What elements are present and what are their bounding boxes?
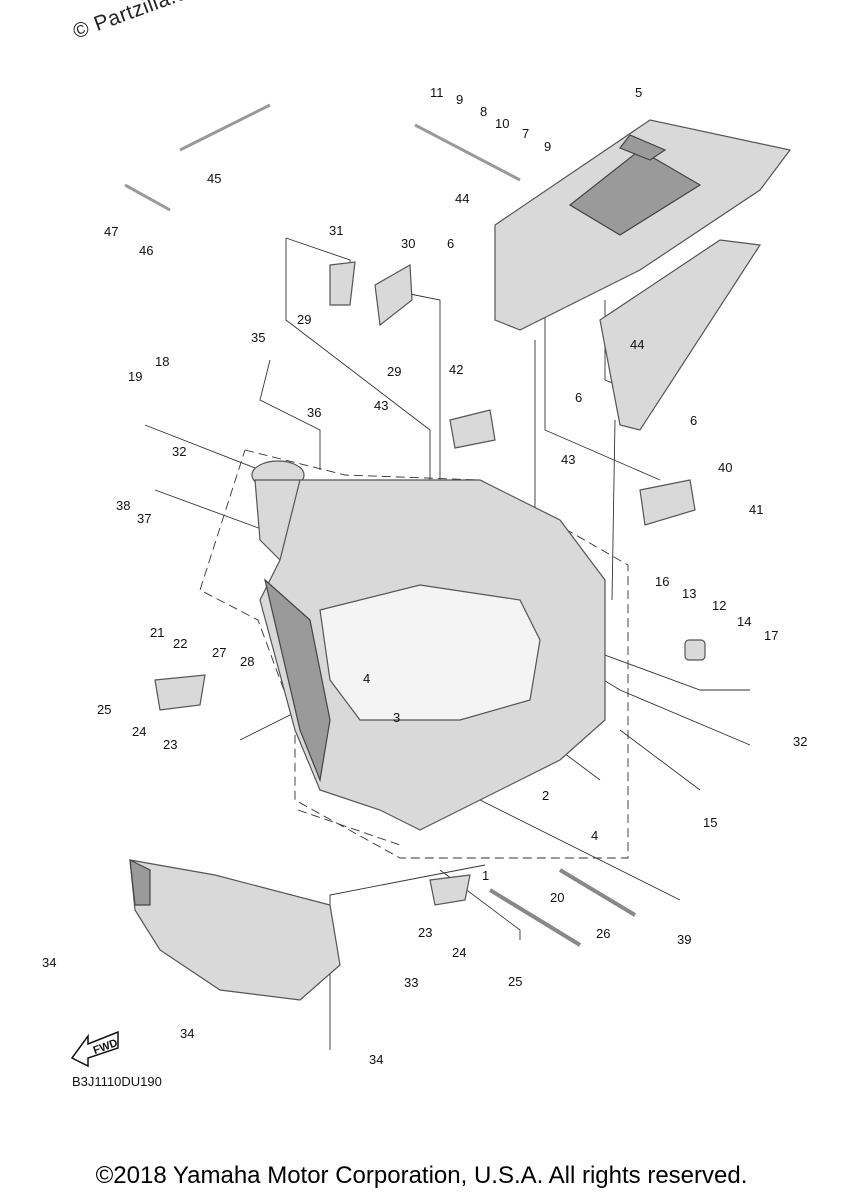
callout-30: 30 xyxy=(401,236,415,251)
callout-22: 22 xyxy=(173,636,187,651)
callout-4: 4 xyxy=(363,671,370,686)
callout-29: 29 xyxy=(297,312,311,327)
callout-25: 25 xyxy=(97,702,111,717)
callout-26: 26 xyxy=(596,926,610,941)
callout-34: 34 xyxy=(42,955,56,970)
callout-23: 23 xyxy=(163,737,177,752)
callout-47: 47 xyxy=(104,224,118,239)
callout-20: 20 xyxy=(550,890,564,905)
callout-23b: 23 xyxy=(418,925,432,940)
callout-45: 45 xyxy=(207,171,221,186)
loose-hardware xyxy=(124,103,706,661)
skid-plate xyxy=(129,858,341,1001)
callout-10: 10 xyxy=(495,116,509,131)
callout-32: 32 xyxy=(172,444,186,459)
callout-4b: 4 xyxy=(591,828,598,843)
shock-link-brackets xyxy=(329,261,696,526)
callout-31: 31 xyxy=(329,223,343,238)
callout-34b: 34 xyxy=(180,1026,194,1041)
callout-28: 28 xyxy=(240,654,254,669)
callout-14: 14 xyxy=(737,614,751,629)
callout-40: 40 xyxy=(718,460,732,475)
callout-7: 7 xyxy=(522,126,529,141)
callout-17: 17 xyxy=(764,628,778,643)
callout-33: 33 xyxy=(404,975,418,990)
callout-5: 5 xyxy=(635,85,642,100)
frame-boundary-dashed xyxy=(199,449,629,859)
callout-44: 44 xyxy=(455,191,469,206)
callout-25b: 25 xyxy=(508,974,522,989)
callout-21: 21 xyxy=(150,625,164,640)
callout-12: 12 xyxy=(712,598,726,613)
callout-1: 1 xyxy=(482,868,489,883)
callout-6: 6 xyxy=(447,236,454,251)
callout-44b: 44 xyxy=(630,337,644,352)
callout-43b: 43 xyxy=(561,452,575,467)
callout-39: 39 xyxy=(677,932,691,947)
callout-19: 19 xyxy=(128,369,142,384)
callout-32b: 32 xyxy=(793,734,807,749)
callout-3: 3 xyxy=(393,710,400,725)
callout-6c: 6 xyxy=(690,413,697,428)
callout-16: 16 xyxy=(655,574,669,589)
callout-18: 18 xyxy=(155,354,169,369)
swingarm xyxy=(494,119,792,431)
callout-41: 41 xyxy=(749,502,763,517)
callout-9: 9 xyxy=(456,92,463,107)
callout-43: 43 xyxy=(374,398,388,413)
callout-13: 13 xyxy=(682,586,696,601)
callout-35: 35 xyxy=(251,330,265,345)
callout-27: 27 xyxy=(212,645,226,660)
callout-42: 42 xyxy=(449,362,463,377)
callout-6b: 6 xyxy=(575,390,582,405)
reference-code: B3J1110DU190 xyxy=(72,1074,162,1089)
callout-36: 36 xyxy=(307,405,321,420)
callout-37: 37 xyxy=(137,511,151,526)
callout-24b: 24 xyxy=(452,945,466,960)
lower-mount-parts xyxy=(154,674,637,947)
frame-parts-diagram: FWD 1 2 3 4 4 5 6 6 6 7 8 9 9 10 11 12 1… xyxy=(42,85,807,1068)
fwd-arrow-icon: FWD xyxy=(70,1030,119,1068)
callout-34c: 34 xyxy=(369,1052,383,1067)
callout-24: 24 xyxy=(132,724,146,739)
callout-29b: 29 xyxy=(387,364,401,379)
callout-8: 8 xyxy=(480,104,487,119)
copyright-notice: ©2018 Yamaha Motor Corporation, U.S.A. A… xyxy=(95,1162,748,1189)
callout-2: 2 xyxy=(542,788,549,803)
callout-38: 38 xyxy=(116,498,130,513)
callout-11: 11 xyxy=(430,85,444,100)
callout-15: 15 xyxy=(703,815,717,830)
callout-9b: 9 xyxy=(544,139,551,154)
callout-46: 46 xyxy=(139,243,153,258)
main-frame xyxy=(251,460,606,831)
callout-labels: 1 2 3 4 4 5 6 6 6 7 8 9 9 10 11 12 13 14… xyxy=(42,85,807,1067)
